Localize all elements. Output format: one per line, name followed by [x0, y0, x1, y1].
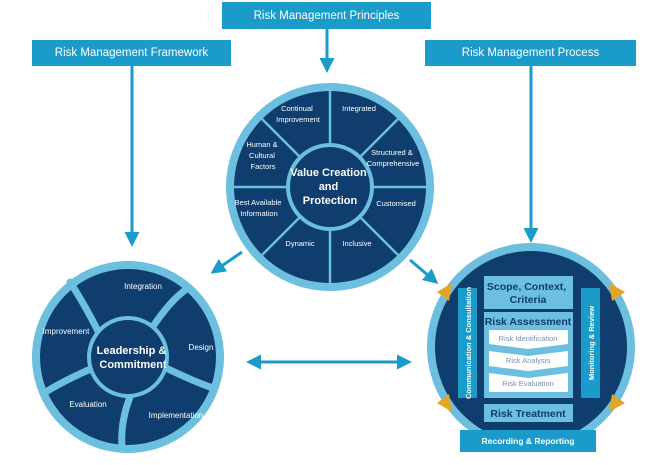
communication-label: Communication & Consultation: [464, 287, 473, 399]
principle-human-factors: Human & Cultural Factors: [246, 140, 279, 171]
principle-inclusive: Inclusive: [342, 239, 371, 248]
gold-corner-arrow-bottom-left: [437, 394, 452, 412]
principles-center-label: Value Creation and Protection: [290, 167, 369, 207]
principle-dynamic: Dynamic: [285, 239, 314, 248]
framework-improvement: Improvement: [43, 327, 90, 336]
framework-design: Design: [189, 343, 214, 352]
framework-implementation: Implementation: [149, 411, 204, 420]
framework-evaluation: Evaluation: [69, 400, 106, 409]
scope-box: [484, 276, 573, 309]
gold-corner-arrow-bottom-right: [609, 394, 625, 412]
monitoring-label: Monitoring & Review: [587, 306, 596, 380]
communication-bar: [458, 288, 477, 398]
risk-identification-step: [489, 330, 568, 349]
principle-integrated: Integrated: [342, 104, 376, 113]
principle-customised: Customised: [376, 199, 416, 208]
framework-wheel: Leadership & Commitment Integration Desi…: [32, 261, 224, 453]
recording-bar: [460, 430, 596, 452]
risk-treatment-box: [484, 404, 573, 422]
recording-label: Recording & Reporting: [481, 436, 574, 446]
gold-corner-arrow-top-right: [609, 283, 625, 301]
arrow-principles-to-framework: [210, 250, 243, 274]
process-wheel: Scope, Context, Criteria Risk Assessment…: [427, 243, 635, 452]
risk-treatment-label: Risk Treatment: [490, 408, 566, 420]
principle-continual-improvement: Continual Improvement: [276, 104, 321, 124]
risk-evaluation-step: [489, 373, 568, 392]
process-header: Risk Management Process: [425, 40, 636, 66]
principles-header: Risk Management Principles: [222, 2, 431, 29]
gold-corner-arrow-top-left: [437, 283, 452, 301]
framework-center-label: Leadership & Commitment: [97, 345, 170, 371]
monitoring-bar: [581, 288, 600, 398]
risk-identification-label: Risk Identification: [499, 334, 558, 343]
principle-structured: Structured & Comprehensive: [367, 148, 420, 168]
framework-header: Risk Management Framework: [32, 40, 231, 66]
principle-best-info: Best Available Information: [234, 198, 283, 218]
risk-assessment-title: Risk Assessment: [485, 316, 572, 328]
framework-integration: Integration: [124, 282, 162, 291]
risk-evaluation-label: Risk Evaluation: [502, 379, 554, 388]
principles-wheel: Value Creation and Protection Integrated…: [226, 83, 434, 291]
scope-label: Scope, Context, Criteria: [487, 281, 569, 306]
risk-analysis-label: Risk Analysis: [506, 356, 550, 365]
arrow-principles-to-process: [409, 258, 439, 284]
risk-analysis-step: [489, 351, 568, 371]
